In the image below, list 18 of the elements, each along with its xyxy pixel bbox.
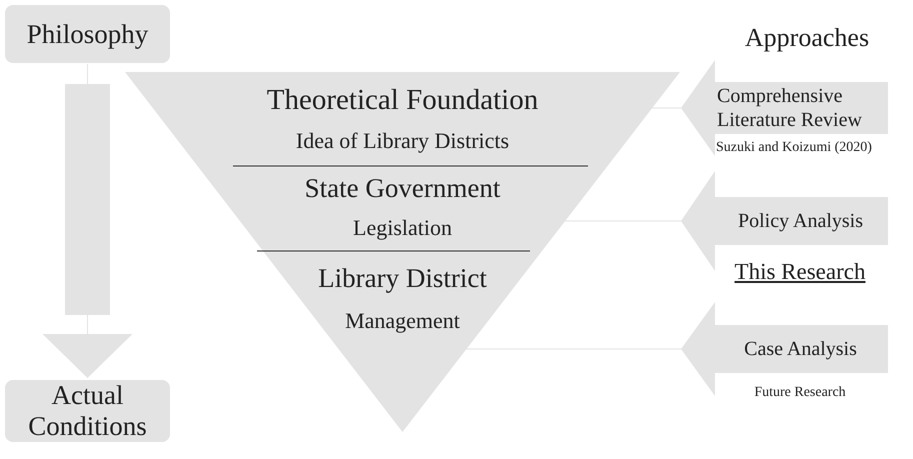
layer-text: Management bbox=[345, 307, 460, 334]
column-heading: Approaches bbox=[744, 22, 870, 54]
rounded-box: Actual Conditions bbox=[5, 380, 170, 442]
citation-text: Suzuki and Koizumi (2020) bbox=[716, 139, 872, 157]
block-arrow bbox=[464, 302, 715, 396]
rounded-box: Philosophy bbox=[5, 5, 170, 63]
layer-text: Idea of Library Districts bbox=[296, 127, 510, 154]
layer-text: Theoretical Foundation bbox=[266, 83, 538, 118]
arrow-body: Case Analysis bbox=[713, 325, 888, 373]
note-text: Future Research bbox=[754, 384, 846, 402]
block-arrow bbox=[564, 171, 715, 271]
block-arrow bbox=[650, 60, 715, 156]
layer-text: Library District bbox=[318, 262, 487, 295]
arrow-body: Policy Analysis bbox=[713, 197, 888, 245]
layer-text: State Government bbox=[304, 172, 500, 205]
arrow-body: Comprehensive Literature Review bbox=[713, 82, 888, 134]
layer-text: Legislation bbox=[353, 214, 452, 242]
note-text: This Research bbox=[734, 258, 866, 286]
